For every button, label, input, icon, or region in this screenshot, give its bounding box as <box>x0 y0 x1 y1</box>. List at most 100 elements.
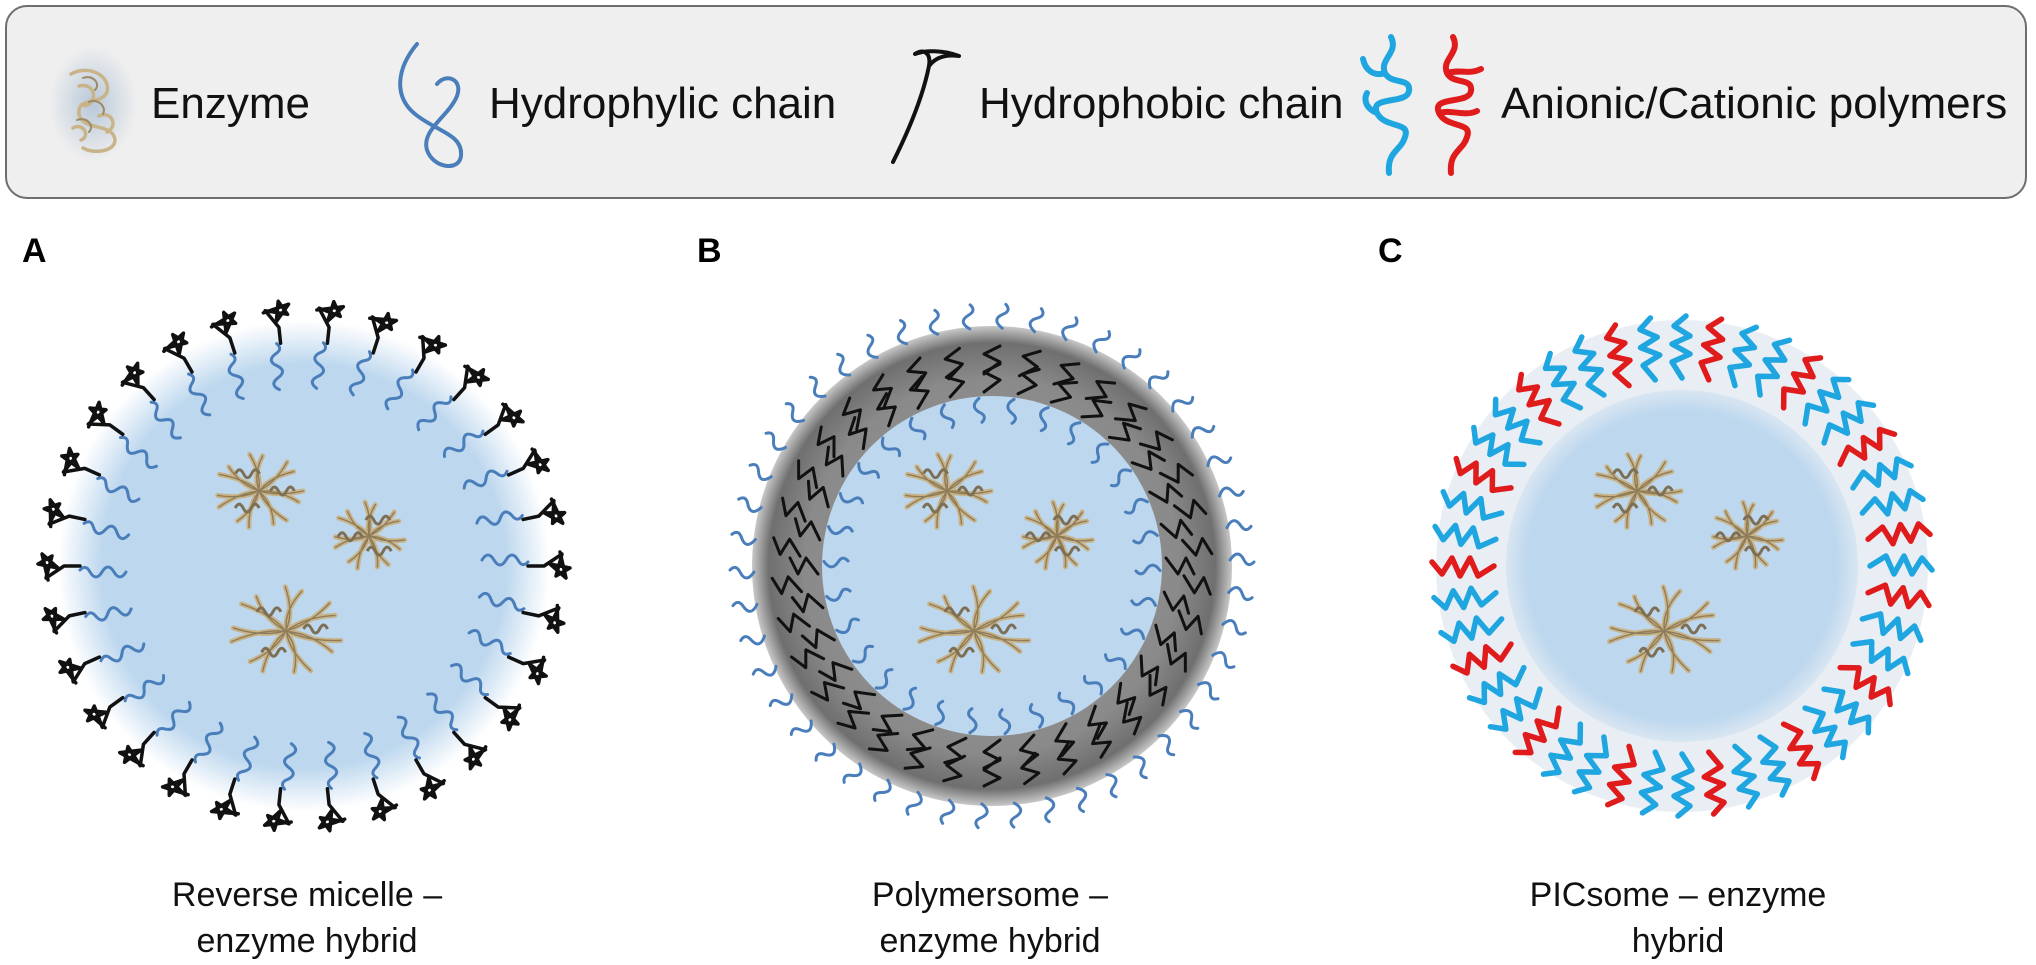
bilayer-chain <box>1054 722 1076 758</box>
hydrophilic-corona-chain <box>896 318 909 346</box>
bilayer-chain <box>1016 367 1041 396</box>
polymersome-bilayer-chains <box>728 302 1256 830</box>
hydrophilic-inner-chain <box>838 491 865 505</box>
bilayer-chain <box>1052 362 1081 386</box>
bilayer-chain <box>836 709 871 730</box>
hydrophilic-corona-chain <box>1228 552 1256 567</box>
anionic-polymer <box>1850 638 1911 677</box>
cationic-polymer <box>1837 664 1893 708</box>
hydrophilic-corona-chain <box>939 798 956 825</box>
legend-label-hydrophilic: Hydrophylic chain <box>489 79 837 128</box>
reverse-micelle-diagram <box>36 299 572 833</box>
bilayer-chain <box>903 746 932 770</box>
bilayer-chain <box>841 396 862 431</box>
bilayer-chain <box>906 356 928 392</box>
hydrophilic-corona-chain <box>814 742 837 762</box>
hydrophilic-inner-chain <box>1130 596 1157 607</box>
anionic-polymer <box>1867 553 1935 577</box>
bilayer-chain <box>1056 740 1078 776</box>
hydrophilic-corona-chain <box>1171 396 1195 413</box>
anionic-polymer <box>1431 585 1499 611</box>
anionic-polymer <box>1859 611 1924 644</box>
bilayer-chain <box>770 575 804 596</box>
hydrophilic-inner-chain <box>851 644 875 664</box>
surfactant-molecule <box>60 446 141 504</box>
enzyme-molecule <box>332 499 407 571</box>
bilayer-chain <box>905 728 935 752</box>
cationic-polymer <box>1837 426 1898 468</box>
bilayer-chain <box>781 496 807 523</box>
caption-a-line1: Reverse micelle – <box>171 876 443 914</box>
bilayer-chain <box>871 713 904 734</box>
surfactant-molecule <box>475 497 567 526</box>
hydrophilic-inner-chain <box>967 707 978 735</box>
anionic-polymer <box>1757 734 1792 798</box>
hydrophilic-inner-chain <box>874 668 894 690</box>
bilayer-chain <box>790 592 825 614</box>
anionic-cationic-polymers-icon <box>1360 34 1484 176</box>
hydrophilic-inner-chain <box>1006 397 1017 425</box>
surfactant-molecule <box>160 721 224 798</box>
anionic-polymer <box>1638 749 1666 816</box>
bilayer-chain <box>1182 574 1212 596</box>
anionic-polymer <box>1471 424 1527 468</box>
hydrophilic-corona-chain <box>728 565 756 580</box>
hydrophilic-corona-chain <box>1044 796 1056 824</box>
encapsulated-enzymes <box>215 451 407 675</box>
legend-item-hydrophobic: Hydrophobic chain <box>885 7 1343 201</box>
hydrophilic-corona-chain <box>1092 330 1112 354</box>
hydrophilic-corona-chain <box>808 375 827 399</box>
hydrophilic-inner-chain <box>934 699 945 726</box>
surfactant-molecule <box>209 735 260 821</box>
legend-item-hydrophilic: Hydrophylic chain <box>387 7 836 201</box>
bilayer-chain <box>1049 380 1079 404</box>
hydrophilic-corona-chain <box>1211 650 1236 670</box>
bilayer-chain <box>1116 681 1137 716</box>
surfactant-molecule <box>477 591 566 634</box>
bilayer-chain <box>1087 704 1108 740</box>
hydrophilic-corona-chain <box>1121 348 1142 370</box>
surfactant-molecule <box>162 331 212 417</box>
hydrophilic-corona-chain <box>836 352 852 377</box>
polymersome-aqueous-core <box>822 396 1162 736</box>
surfactant-molecule <box>86 400 158 469</box>
bilayer-chain <box>772 536 802 558</box>
bilayer-chain <box>1122 701 1143 736</box>
hydrophilic-inner-chain <box>835 617 860 635</box>
surfactant-molecule <box>261 299 291 392</box>
hydrophilic-corona-chain <box>789 719 813 736</box>
anionic-polymer <box>1821 686 1872 736</box>
hydrophilic-inner-chain <box>908 416 927 441</box>
hydrophilic-corona-chain <box>974 802 989 830</box>
hydrophilic-corona-chain <box>1178 709 1200 730</box>
bilayer-chain <box>824 445 845 478</box>
hydrophilic-corona-chain <box>842 762 863 784</box>
bilayer-chain <box>1165 642 1187 673</box>
hydrophilic-corona-chain <box>1196 681 1220 701</box>
bilayer-chain <box>872 373 893 409</box>
anionic-polymer <box>1802 705 1848 761</box>
enzyme-molecule <box>917 584 1032 675</box>
bilayer-chain <box>1091 723 1112 759</box>
bilayer-chain <box>982 738 1002 770</box>
bilayer-chain <box>1164 556 1196 576</box>
encapsulated-enzymes <box>1593 451 1785 675</box>
enzyme-molecule <box>1607 584 1722 675</box>
surfactant-molecule <box>262 742 298 833</box>
bilayer-chain <box>800 628 836 650</box>
hydrophilic-inner-chain <box>1119 627 1146 641</box>
anionic-polymer <box>1438 615 1505 645</box>
legend-item-polymers: Anionic/Cationic polymers <box>1359 7 2007 201</box>
hydrophilic-inner-chain <box>880 436 902 458</box>
surfactant-molecule <box>396 715 446 801</box>
enzyme-icon <box>49 46 137 162</box>
picsome-polyion-complex-shell <box>1429 313 1935 819</box>
anionic-polymer <box>1802 376 1852 427</box>
anionic-polymer <box>1859 487 1926 517</box>
bilayer-chain <box>908 374 930 410</box>
hydrophilic-inner-chain <box>1132 530 1159 545</box>
hydrophilic-chain-icon <box>398 42 464 168</box>
surfactant-molecule <box>42 498 131 541</box>
hydrophilic-inner-chain <box>1057 691 1076 716</box>
anionic-polymer <box>1432 522 1499 550</box>
